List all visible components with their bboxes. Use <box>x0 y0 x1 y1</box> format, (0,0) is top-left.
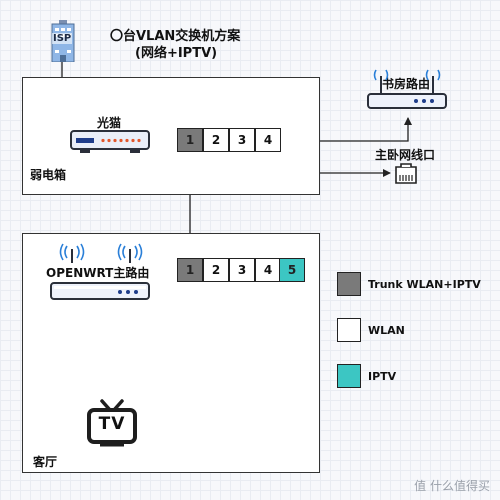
tv-icon <box>86 398 138 448</box>
isp-label: ISP <box>52 33 73 44</box>
legend-label-iptv: IPTV <box>368 370 397 383</box>
main-router-wifi-icon <box>56 243 146 263</box>
living-port-4: 4 <box>255 258 281 282</box>
legend-swatch-trunk <box>337 272 361 296</box>
living-port-2: 2 <box>203 258 229 282</box>
master-bedroom-label: 主卧网线口 <box>375 148 436 162</box>
watermark: 值 什么值得买 <box>414 479 490 493</box>
ethernet-port-icon <box>394 163 418 185</box>
diagram-title: 〇台VLAN交换机方案 <box>110 29 241 44</box>
study-router-icon <box>366 62 448 112</box>
weak-box-port-3: 3 <box>229 128 255 152</box>
modem-label: 光猫 <box>97 116 122 130</box>
diagram-subtitle: (网络+IPTV) <box>135 46 218 61</box>
study-router-line <box>282 117 412 142</box>
weak-box-label: 弱电箱 <box>30 168 67 182</box>
legend-label-wlan: WLAN <box>368 324 405 337</box>
living-room-label: 客厅 <box>33 455 58 469</box>
main-router-icon <box>50 281 150 301</box>
weak-box-port-4: 4 <box>255 128 281 152</box>
tv-label: TV <box>98 414 126 434</box>
modem-icon <box>70 130 150 156</box>
weak-box-port-2: 2 <box>203 128 229 152</box>
study-router-label: 书房路由 <box>382 77 431 91</box>
legend-label-trunk: Trunk WLAN+IPTV <box>368 278 481 291</box>
living-port-5: 5 <box>279 258 305 282</box>
living-port-1: 1 <box>177 258 203 282</box>
legend-swatch-iptv <box>337 364 361 388</box>
legend-swatch-wlan <box>337 318 361 342</box>
main-router-label: OPENWRT主路由 <box>46 266 150 280</box>
weak-box-port-1: 1 <box>177 128 203 152</box>
living-port-3: 3 <box>229 258 255 282</box>
